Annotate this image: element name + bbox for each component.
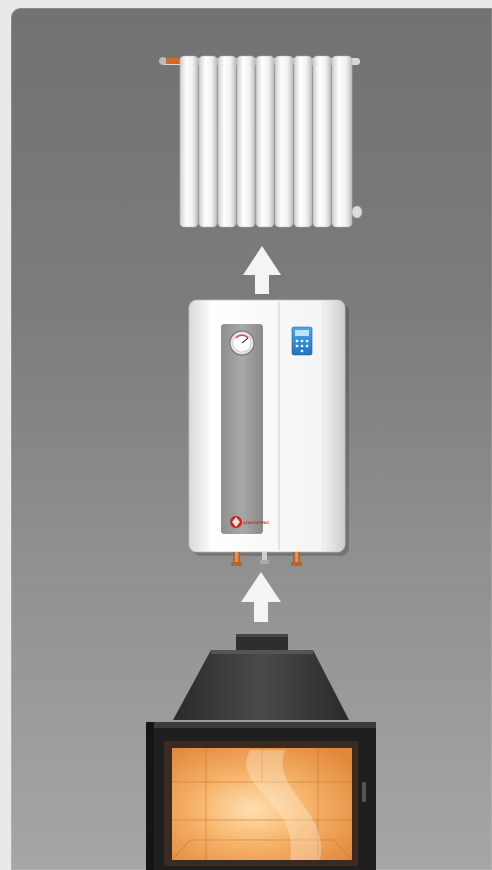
flow-arrow-fireplace-to-heater: [241, 572, 281, 622]
pressure-gauge-icon: [230, 331, 254, 355]
illustration-panel: ATMOSFERIC: [11, 8, 492, 870]
fireplace-hood: [173, 650, 349, 720]
electric-boiler-icon: ATMOSFERIC: [189, 300, 349, 566]
fireplace-insert-icon: [146, 634, 376, 870]
radiator-valve-fitting: [166, 58, 180, 64]
radiator-valve: [159, 57, 167, 65]
control-display-icon: [292, 327, 312, 355]
boiler-body: [189, 300, 345, 552]
brand-logo-text: ATMOSFERIC: [243, 520, 269, 525]
flow-arrow-heater-to-radiator: [243, 246, 281, 294]
fireplace-door-handle: [362, 782, 366, 802]
radiator-end-cap: [352, 206, 362, 218]
radiator-fins: [180, 56, 352, 227]
radiator-icon: [159, 56, 362, 227]
heating-system-illustration: ATMOSFERIC: [11, 8, 492, 870]
